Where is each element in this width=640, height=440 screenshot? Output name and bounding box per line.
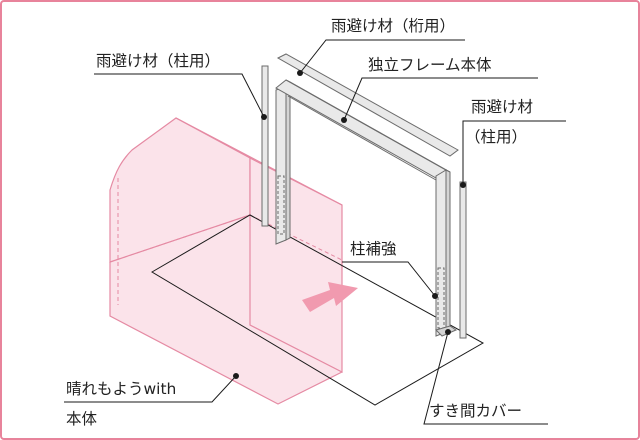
- frame-structure: [261, 53, 467, 339]
- leader-beam-cover: [299, 39, 465, 74]
- left-post-reinforcement: [277, 175, 285, 235]
- leader-frame-body-dot: [341, 117, 347, 123]
- left-post-side: [285, 85, 291, 241]
- ground-outline: [151, 214, 485, 406]
- top-beam-underside: [287, 95, 437, 181]
- direction-arrow: [302, 282, 358, 312]
- leader-frame-body: [343, 77, 538, 121]
- right-post-side: [445, 169, 451, 333]
- host-unit-roof-edge: [175, 117, 343, 206]
- label-rain-cover-beam: 雨避け材（桁用）: [331, 17, 455, 35]
- leader-left-post-cover-dot: [261, 114, 267, 120]
- right-post: [435, 169, 447, 337]
- label-frame-body: 独立フレーム本体: [368, 56, 492, 74]
- label-rain-cover-post-right-2: （柱用）: [465, 128, 527, 146]
- leader-right-post-cover: [462, 120, 566, 185]
- right-rain-cover-post: [459, 181, 467, 339]
- host-unit-hidden-edges: [109, 158, 343, 325]
- label-host-unit-2: 本体: [66, 410, 98, 428]
- left-rain-cover-post: [261, 65, 269, 227]
- label-gap-cover: すき間カバー: [429, 402, 522, 420]
- right-post-reinforcement: [437, 267, 445, 329]
- label-rain-cover-post-right-1: 雨避け材: [471, 98, 533, 116]
- leader-gap-cover-dot: [445, 329, 451, 335]
- leader-host-unit-dot: [233, 373, 239, 379]
- leader-beam-cover-dot: [297, 70, 303, 76]
- label-host-unit-1: 晴れもようwith: [66, 380, 176, 398]
- beam-rain-cover: [276, 53, 459, 157]
- leader-host-unit: [64, 375, 237, 403]
- label-post-reinforcement: 柱補強: [350, 240, 397, 258]
- leader-gap-cover: [423, 331, 548, 425]
- leader-post-reinforcement-dot: [432, 293, 438, 299]
- leaders: [64, 39, 566, 425]
- label-rain-cover-post-left: 雨避け材（柱用）: [96, 52, 220, 70]
- leader-right-post-cover-dot: [460, 182, 466, 188]
- leader-left-post-cover: [94, 73, 265, 118]
- leader-post-reinforcement: [342, 261, 436, 297]
